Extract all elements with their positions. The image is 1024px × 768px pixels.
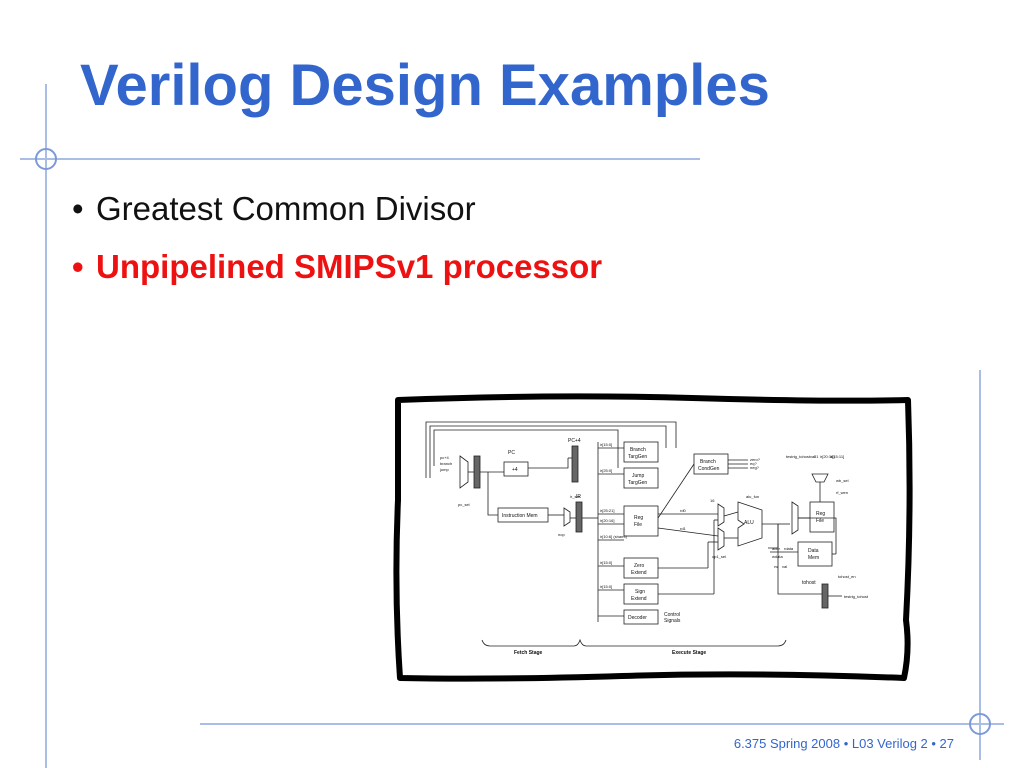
label-zero-ext-2: Extend [631,570,647,576]
label-jump-targ-2: TargGen [628,480,647,486]
label-wb-reg-1: Reg [816,511,825,517]
label-ir-15-0-c: ir[15:0] [600,584,612,589]
label-branch-targ-1: Branch [630,447,646,453]
label-jump-in: jump [439,467,449,472]
label-control-2: Signals [664,618,681,624]
label-branch-in: branch [440,461,452,466]
label-ir-20-16: ir[20:16] [600,518,614,523]
label-fetch-stage: Fetch Stage [514,650,543,656]
label-eq-q: eq? [750,461,757,466]
label-control-1: Control [664,612,680,618]
label-pc-sel: pc_sel [458,502,470,507]
smips-datapath-diagram: PC PC+4 IR +4 Instruction Mem Branch Tar… [425,421,869,656]
label-testrig-tohostval: testrig_tohostval [786,454,815,459]
label-reg-file-1: Reg [634,515,643,521]
bottom-right-crosshair [969,713,991,735]
label-rf-wen: rf_wen [836,490,848,495]
label-data-mem-1: Data [808,548,819,554]
label-tohost: tohost [802,580,816,586]
label-op1-sel: op1_sel [712,554,726,559]
label-pc4: PC+4 [568,438,581,444]
label-ir-10-6: ir[10:6] (shamt) [600,534,628,539]
label-instr-mem: Instruction Mem [502,513,538,519]
label-rd1: rd1 [680,526,687,531]
bullet-gcd: • Greatest Common Divisor [72,180,602,238]
label-execute-stage: Execute Stage [672,650,706,656]
bullet-glyph: • [72,190,84,227]
label-ir-25-21: ir[25:21] [600,508,614,513]
label-plus4: +4 [512,467,518,473]
label-ir2016: ir[20:16] [820,454,834,459]
label-tohost-en: tohost_en [838,574,856,579]
label-zero-q: zero? [750,457,761,462]
label-sixteen: 16 [710,498,715,503]
label-rw: rw [774,564,778,569]
bullet-smips: • Unpipelined SMIPSv1 processor [72,238,602,296]
bullet-smips-label: Unpipelined SMIPSv1 processor [96,248,603,285]
label-sign-ext-2: Extend [631,596,647,602]
label-alu: ALU [744,520,754,526]
figure-frame [393,393,913,682]
label-decoder: Decoder [628,615,647,621]
label-ir-sel: ir_sel [570,494,580,499]
top-left-crosshair [35,148,57,170]
label-ir1511: ir[15:11] [830,454,844,459]
slide-title: Verilog Design Examples [80,53,770,118]
label-rdata: rdata [784,546,794,551]
label-testrig-tohost: testrig_tohost [844,594,869,599]
label-jump-targ-1: Jump [632,473,644,479]
label-nop: nop [558,532,565,537]
label-addr: addr [772,546,781,551]
label-rd0: rd0 [680,508,687,513]
bullet-glyph: • [72,248,84,285]
label-ir: IR [576,494,581,500]
label-pc4-in: pc+4 [440,455,450,460]
label-val: val [782,564,787,569]
label-branch-cond-1: Branch [700,459,716,465]
label-branch-targ-2: TargGen [628,454,647,460]
label-wdata: wdata [772,554,783,559]
label-wb-sel: wb_sel [836,478,849,483]
label-sign-ext-1: Sign [635,589,645,595]
label-pc: PC [508,450,515,456]
label-ir-25-0: ir[25:0] [600,468,612,473]
label-ir-15-0-b: ir[15:0] [600,560,612,565]
label-neg-q: neg? [750,465,760,470]
label-zero-ext-1: Zero [634,563,645,569]
label-reg-file-2: File [634,522,642,528]
label-branch-cond-2: CondGen [698,466,720,472]
slide-footer: 6.375 Spring 2008 • L03 Verilog 2 • 27 [733,736,954,751]
label-ir-15-0: ir[15:0] [600,442,612,447]
bullet-list: • Greatest Common Divisor • Unpipelined SM… [72,180,602,296]
label-r31: 31 [814,454,819,459]
label-data-mem-2: Mem [808,555,819,561]
bullet-gcd-label: Greatest Common Divisor [96,190,476,227]
label-alu-fun: alu_fun [746,494,759,499]
label-wb-reg-2: File [816,518,824,524]
